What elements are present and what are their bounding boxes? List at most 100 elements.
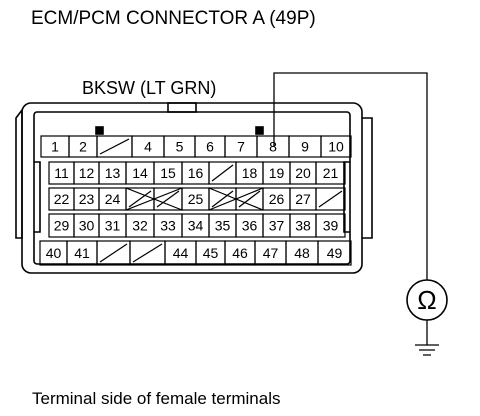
- terminal-number: 23: [79, 191, 95, 207]
- terminal-number: 12: [79, 165, 95, 181]
- terminal-number: 34: [188, 218, 204, 234]
- terminal-number: 45: [203, 245, 219, 261]
- terminal-29: 29: [48, 213, 75, 238]
- terminal-26: 26: [262, 187, 291, 211]
- terminal-25: 25: [181, 187, 210, 211]
- empty-cavity: [315, 187, 346, 211]
- terminal-21: 21: [315, 161, 346, 185]
- terminal-number: 2: [79, 139, 87, 155]
- wire-label: BKSW (LT GRN): [82, 78, 216, 98]
- terminal-number: 4: [144, 139, 152, 155]
- terminal-number: 1: [51, 139, 59, 155]
- terminal-9: 9: [288, 135, 322, 158]
- terminal-number: 48: [294, 245, 310, 261]
- terminal-12: 12: [73, 161, 100, 185]
- terminal-number: 30: [79, 218, 95, 234]
- terminal-number: 5: [176, 139, 184, 155]
- terminal-45: 45: [195, 240, 226, 266]
- caption: Terminal side of female terminals: [32, 389, 280, 408]
- terminal-6: 6: [194, 135, 226, 158]
- empty-cavity: [96, 240, 131, 266]
- terminal-34: 34: [181, 213, 210, 238]
- terminal-2: 2: [68, 135, 98, 158]
- terminal-number: 31: [105, 218, 121, 234]
- terminal-number: 19: [269, 165, 285, 181]
- terminal-number: 35: [215, 218, 231, 234]
- terminal-number: 22: [54, 191, 70, 207]
- terminal-number: 13: [105, 165, 121, 181]
- empty-cavity: [153, 187, 183, 211]
- terminal-number: 20: [295, 165, 311, 181]
- ohmmeter-icon: Ω: [406, 279, 448, 321]
- probe-wire: [273, 72, 439, 356]
- terminal-4: 4: [131, 135, 165, 158]
- terminal-number: 37: [269, 218, 285, 234]
- terminal-36: 36: [235, 213, 264, 238]
- empty-cavity: [235, 187, 264, 211]
- terminal-number: 27: [295, 191, 311, 207]
- terminal-number: 33: [160, 218, 176, 234]
- terminal-number: 46: [232, 245, 248, 261]
- terminal-number: 41: [74, 245, 90, 261]
- terminal-number: 29: [54, 218, 70, 234]
- terminal-number: 36: [242, 218, 258, 234]
- connector-housing: [15, 102, 373, 274]
- terminal-49: 49: [317, 240, 352, 266]
- pin-row-5: 40 41 44 45 46 47 48 49: [39, 240, 352, 266]
- empty-cavity: [129, 240, 166, 266]
- terminal-37: 37: [262, 213, 291, 238]
- terminal-31: 31: [98, 213, 127, 238]
- terminal-20: 20: [289, 161, 317, 185]
- terminal-7: 7: [224, 135, 258, 158]
- terminal-number: 14: [132, 165, 148, 181]
- terminal-30: 30: [73, 213, 100, 238]
- ohm-symbol: Ω: [417, 285, 436, 315]
- terminal-number: 44: [173, 245, 189, 261]
- terminal-33: 33: [153, 213, 183, 238]
- terminal-23: 23: [73, 187, 100, 211]
- terminal-22: 22: [48, 187, 75, 211]
- terminal-24: 24: [98, 187, 127, 211]
- terminal-8: 8: [256, 135, 290, 158]
- empty-cavity: [96, 135, 133, 158]
- terminal-number: 18: [242, 165, 258, 181]
- terminal-14: 14: [125, 161, 155, 185]
- terminal-32: 32: [125, 213, 155, 238]
- empty-cavity: [208, 161, 237, 185]
- terminal-41: 41: [66, 240, 98, 266]
- terminal-13: 13: [98, 161, 127, 185]
- diagram-title: ECM/PCM CONNECTOR A (49P): [31, 8, 316, 29]
- terminal-number: 49: [327, 245, 343, 261]
- terminal-16: 16: [181, 161, 210, 185]
- terminal-10: 10: [320, 135, 352, 158]
- empty-cavity: [125, 187, 155, 211]
- terminal-40: 40: [39, 240, 68, 266]
- blocked-cavities: [125, 187, 264, 211]
- terminal-number: 26: [269, 191, 285, 207]
- terminal-27: 27: [289, 187, 317, 211]
- terminal-number: 10: [328, 139, 344, 155]
- terminal-number: 16: [188, 165, 204, 181]
- terminal-38: 38: [289, 213, 317, 238]
- terminal-number: 24: [105, 191, 121, 207]
- terminal-18: 18: [235, 161, 264, 185]
- terminal-47: 47: [254, 240, 287, 266]
- terminal-number: 21: [323, 165, 339, 181]
- terminal-19: 19: [262, 161, 291, 185]
- terminal-35: 35: [208, 213, 237, 238]
- terminal-number: 25: [188, 191, 204, 207]
- terminal-48: 48: [285, 240, 319, 266]
- terminal-number: 32: [132, 218, 148, 234]
- pin-row-3: 22 23 24 25 26 27: [48, 187, 346, 211]
- terminal-number: 7: [237, 139, 245, 155]
- terminal-46: 46: [224, 240, 256, 266]
- terminal-number: 40: [46, 245, 62, 261]
- terminal-number: 38: [295, 218, 311, 234]
- terminal-15: 15: [153, 161, 183, 185]
- empty-cavity: [208, 187, 237, 211]
- terminal-number: 6: [206, 139, 214, 155]
